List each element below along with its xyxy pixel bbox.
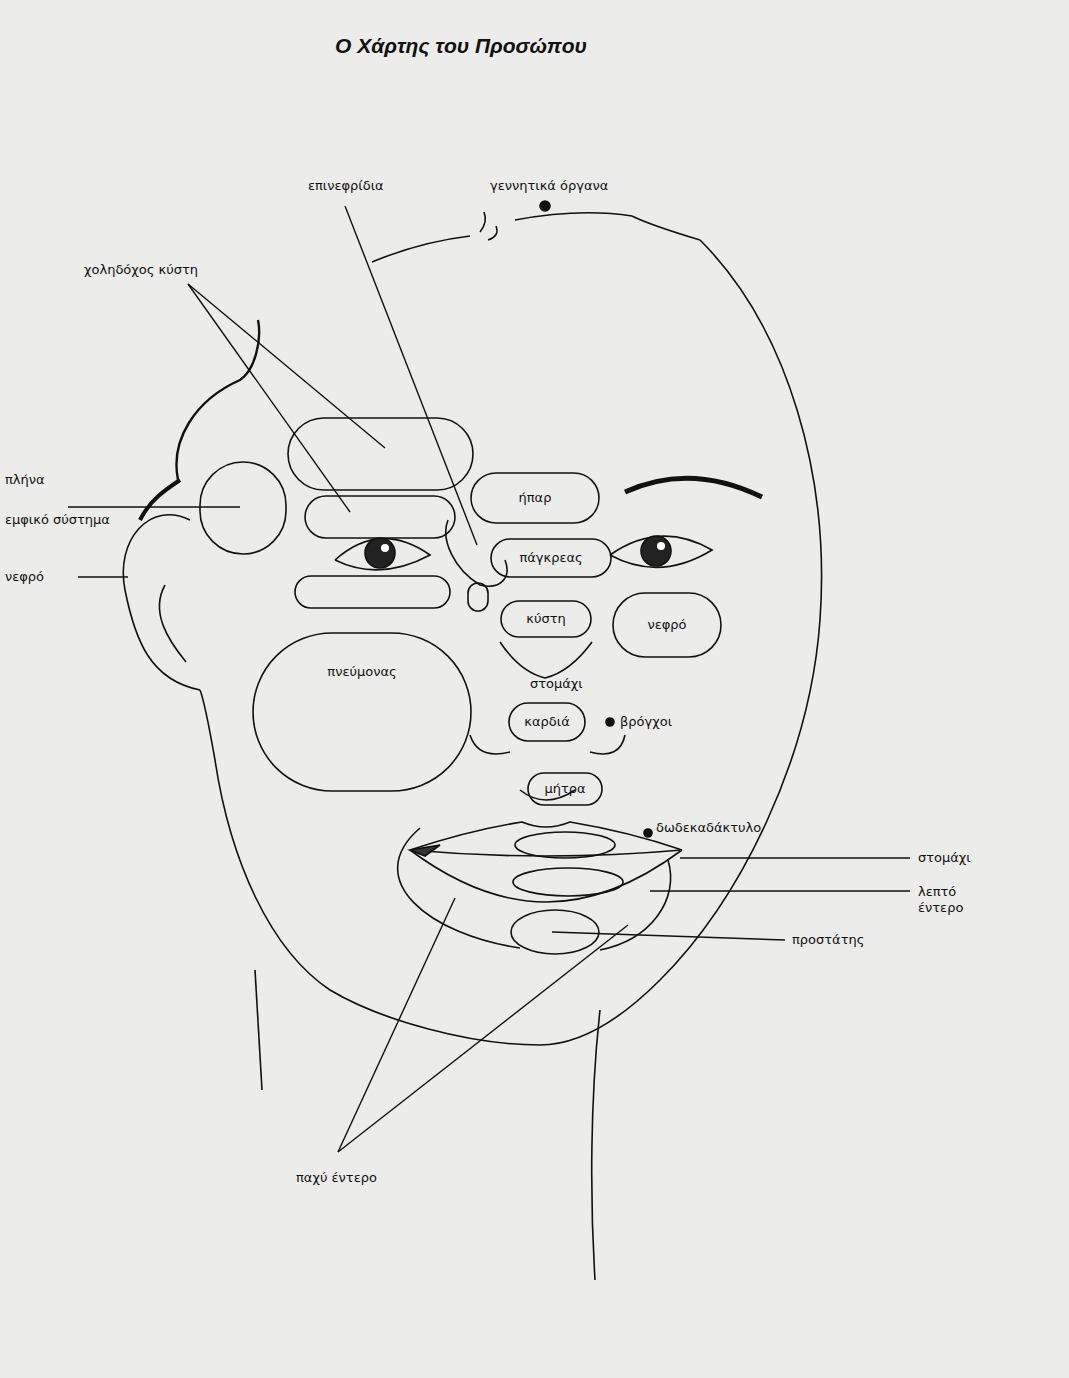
organ-callout: εμφικό σύστημα [5,512,110,528]
organ-region: νεφρό [612,592,722,658]
organ-callout: πλήνα [5,472,45,488]
organ-region: ήπαρ [470,472,600,524]
organ-callout: δωδεκαδάκτυλο [656,820,761,836]
organ-callout: παχύ έντερο [296,1170,377,1186]
organ-label: νεφρό [612,617,722,633]
organ-label: πάγκρεας [490,550,612,566]
organ-region: πάγκρεας [490,538,612,578]
organ-callout: λεπτό έντερο [918,884,978,915]
organ-region: καρδιά [508,702,586,742]
organ-callout: νεφρό [5,569,44,585]
organ-callout: επινεφρίδια [308,178,384,194]
organ-label: πνεύμονας [252,664,472,680]
diagram-title: Ο Χάρτης του Προσώπου [335,34,587,58]
organ-callout: βρόγχοι [620,714,672,730]
organ-region: πνεύμονας [252,632,472,792]
organ-label: κύστη [500,611,592,627]
region-outline [252,632,472,792]
organ-region: μήτρα [527,772,603,806]
organ-label: ήπαρ [470,490,600,506]
organ-callout: προστάτης [792,932,864,948]
organ-label: μήτρα [527,781,603,797]
organ-label: καρδιά [508,714,586,730]
organ-callout: στομάχι [530,676,583,692]
organ-callout: γεννητικά όργανα [490,178,608,194]
organ-callout: στομάχι [918,850,971,866]
organ-callout: χοληδόχος κύστη [84,262,198,278]
organ-region: κύστη [500,600,592,638]
